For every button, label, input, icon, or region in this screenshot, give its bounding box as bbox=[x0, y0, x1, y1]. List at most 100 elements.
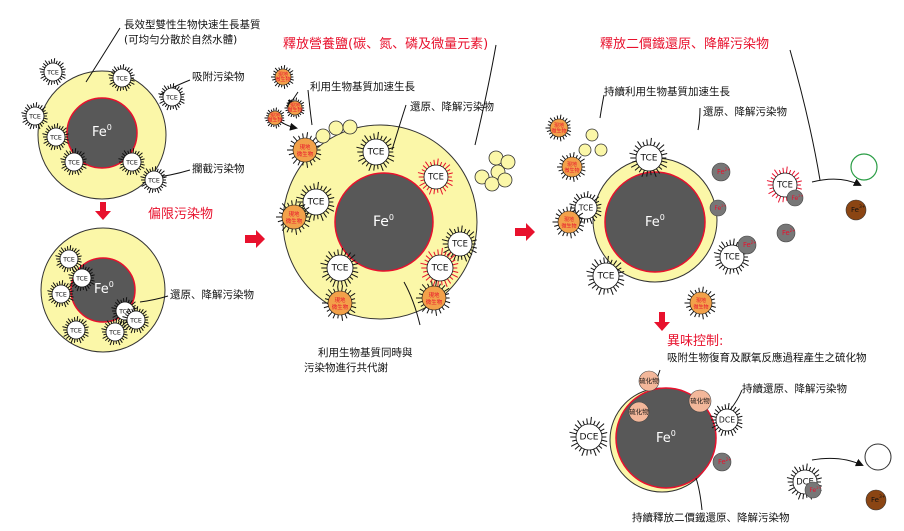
svg-text:TCE: TCE bbox=[427, 172, 444, 182]
svg-text:Fe2+: Fe2+ bbox=[809, 486, 821, 494]
tce-molecule: TCE bbox=[42, 123, 69, 151]
label-reduce-1: 還原、降解污染物 bbox=[170, 288, 254, 301]
tce-molecule: DCE bbox=[710, 403, 743, 437]
tce-molecule: TCE bbox=[101, 318, 128, 346]
tce-molecule: TCE bbox=[569, 191, 602, 225]
svg-text:TCE: TCE bbox=[366, 148, 384, 158]
fe2-ion: Fe2+ bbox=[786, 189, 804, 207]
svg-text:TCE: TCE bbox=[451, 239, 468, 249]
fe0-label: Fe0 bbox=[373, 213, 394, 230]
tce-molecule: TCE bbox=[62, 316, 89, 344]
label-substrate: 長效型雙性生物快速生長基質 bbox=[124, 18, 261, 31]
label-adsorb: 吸附污染物 bbox=[192, 70, 245, 83]
tce-molecule: TCE bbox=[21, 102, 48, 130]
fe3-ion: Fe3+ bbox=[845, 199, 867, 221]
svg-text:Fe3+: Fe3+ bbox=[851, 204, 866, 214]
tce-molecule: TCE bbox=[47, 280, 74, 308]
svg-text:微生物: 微生物 bbox=[332, 303, 349, 311]
fe0-core bbox=[604, 171, 706, 273]
svg-text:微生物: 微生物 bbox=[551, 128, 566, 135]
svg-text:TCE: TCE bbox=[147, 178, 160, 185]
svg-text:Fe2+: Fe2+ bbox=[717, 167, 731, 176]
svg-text:TCE: TCE bbox=[306, 198, 324, 208]
sulfide-particle: 硫化物 bbox=[628, 401, 650, 423]
fe0-label: Fe0 bbox=[645, 213, 665, 230]
svg-text:TCE: TCE bbox=[125, 160, 138, 167]
tce-molecule: TCE bbox=[118, 148, 145, 176]
label-bias: 偏限污染物 bbox=[148, 207, 213, 222]
down-arrow-icon bbox=[654, 312, 670, 331]
tce-molecule: TCE bbox=[140, 166, 167, 194]
substrate-bead bbox=[484, 176, 500, 192]
substrate-bead bbox=[315, 128, 331, 144]
label-release-nutrient: 釋放營養鹽(碳、氮、磷及微量元素) bbox=[283, 36, 488, 52]
svg-text:微生物: 微生物 bbox=[426, 298, 443, 306]
svg-text:現地: 現地 bbox=[335, 296, 346, 304]
label-use-substrate: 利用生物基質加速生長 bbox=[310, 80, 415, 93]
label-cometab-2: 污染物進行共代謝 bbox=[304, 361, 388, 374]
svg-text:Fe2+: Fe2+ bbox=[743, 240, 757, 249]
tce-molecule: TCE bbox=[39, 58, 66, 86]
right-arrow-icon bbox=[515, 223, 535, 241]
svg-text:現地: 現地 bbox=[554, 122, 564, 129]
svg-text:TCE: TCE bbox=[67, 160, 80, 167]
fe2-ion: Fe2+ bbox=[709, 199, 727, 217]
svg-text:TCE: TCE bbox=[639, 154, 657, 164]
tce-molecule: TCE bbox=[420, 247, 459, 288]
svg-text:TCE: TCE bbox=[69, 328, 82, 335]
svg-text:TCE: TCE bbox=[118, 309, 131, 316]
svg-text:現地: 現地 bbox=[289, 210, 300, 218]
svg-text:TCE: TCE bbox=[776, 180, 793, 190]
label-continue-fe2: 持續釋放二價鐵還原、降解污染物 bbox=[632, 511, 790, 524]
svg-text:TCE: TCE bbox=[723, 252, 740, 262]
tce-molecule: TCE bbox=[68, 264, 95, 292]
svg-text:微生物: 微生物 bbox=[287, 107, 302, 114]
fe0-label: Fe0 bbox=[92, 123, 112, 140]
tce-molecule: TCE bbox=[766, 166, 802, 203]
svg-text:TCE: TCE bbox=[54, 292, 67, 299]
svg-text:DCE: DCE bbox=[796, 477, 814, 487]
label-release-fe2: 釋放二價鐵還原、降解污染物 bbox=[600, 36, 769, 52]
tce-molecule: TCE bbox=[356, 131, 395, 172]
tce-molecule: TCE bbox=[60, 148, 87, 176]
svg-text:TCE: TCE bbox=[165, 95, 178, 102]
substrate-bead bbox=[342, 119, 358, 135]
substrate-bead bbox=[497, 172, 513, 188]
tce-molecule: DCE bbox=[569, 416, 608, 457]
svg-text:Fe2+: Fe2+ bbox=[718, 457, 732, 466]
svg-text:TCE: TCE bbox=[49, 135, 62, 142]
label-reduce-3: 還原、降解污染物 bbox=[703, 105, 787, 118]
svg-text:TCE: TCE bbox=[596, 272, 614, 282]
svg-text:TCE: TCE bbox=[62, 257, 75, 264]
label-substrate-sub: (可均勻分散於自然水體) bbox=[124, 33, 237, 46]
svg-text:微生物: 微生物 bbox=[275, 76, 290, 83]
svg-text:微生物: 微生物 bbox=[564, 167, 579, 174]
tce-molecule: TCE bbox=[586, 255, 625, 296]
substrate-bead bbox=[594, 143, 608, 157]
fe2-ion: Fe2+ bbox=[737, 235, 757, 255]
svg-text:現地: 現地 bbox=[300, 143, 311, 151]
fe0-core bbox=[66, 97, 138, 169]
svg-text:TCE: TCE bbox=[46, 70, 59, 77]
tce-molecule: TCE bbox=[320, 247, 359, 288]
svg-text:硫化物: 硫化物 bbox=[690, 396, 710, 405]
svg-text:Fe3+: Fe3+ bbox=[871, 494, 886, 504]
sulfide-particle: 硫化物 bbox=[638, 370, 660, 392]
tce-molecule: TCE bbox=[629, 137, 668, 178]
tce-molecule: TCE bbox=[122, 306, 149, 334]
down-arrow-icon bbox=[95, 202, 111, 220]
right-arrow-icon bbox=[245, 230, 265, 248]
svg-text:微生物: 微生物 bbox=[297, 150, 314, 158]
svg-text:微生物: 微生物 bbox=[267, 117, 282, 124]
tce-molecule: TCE bbox=[296, 181, 335, 222]
svg-text:TCE: TCE bbox=[330, 264, 348, 274]
